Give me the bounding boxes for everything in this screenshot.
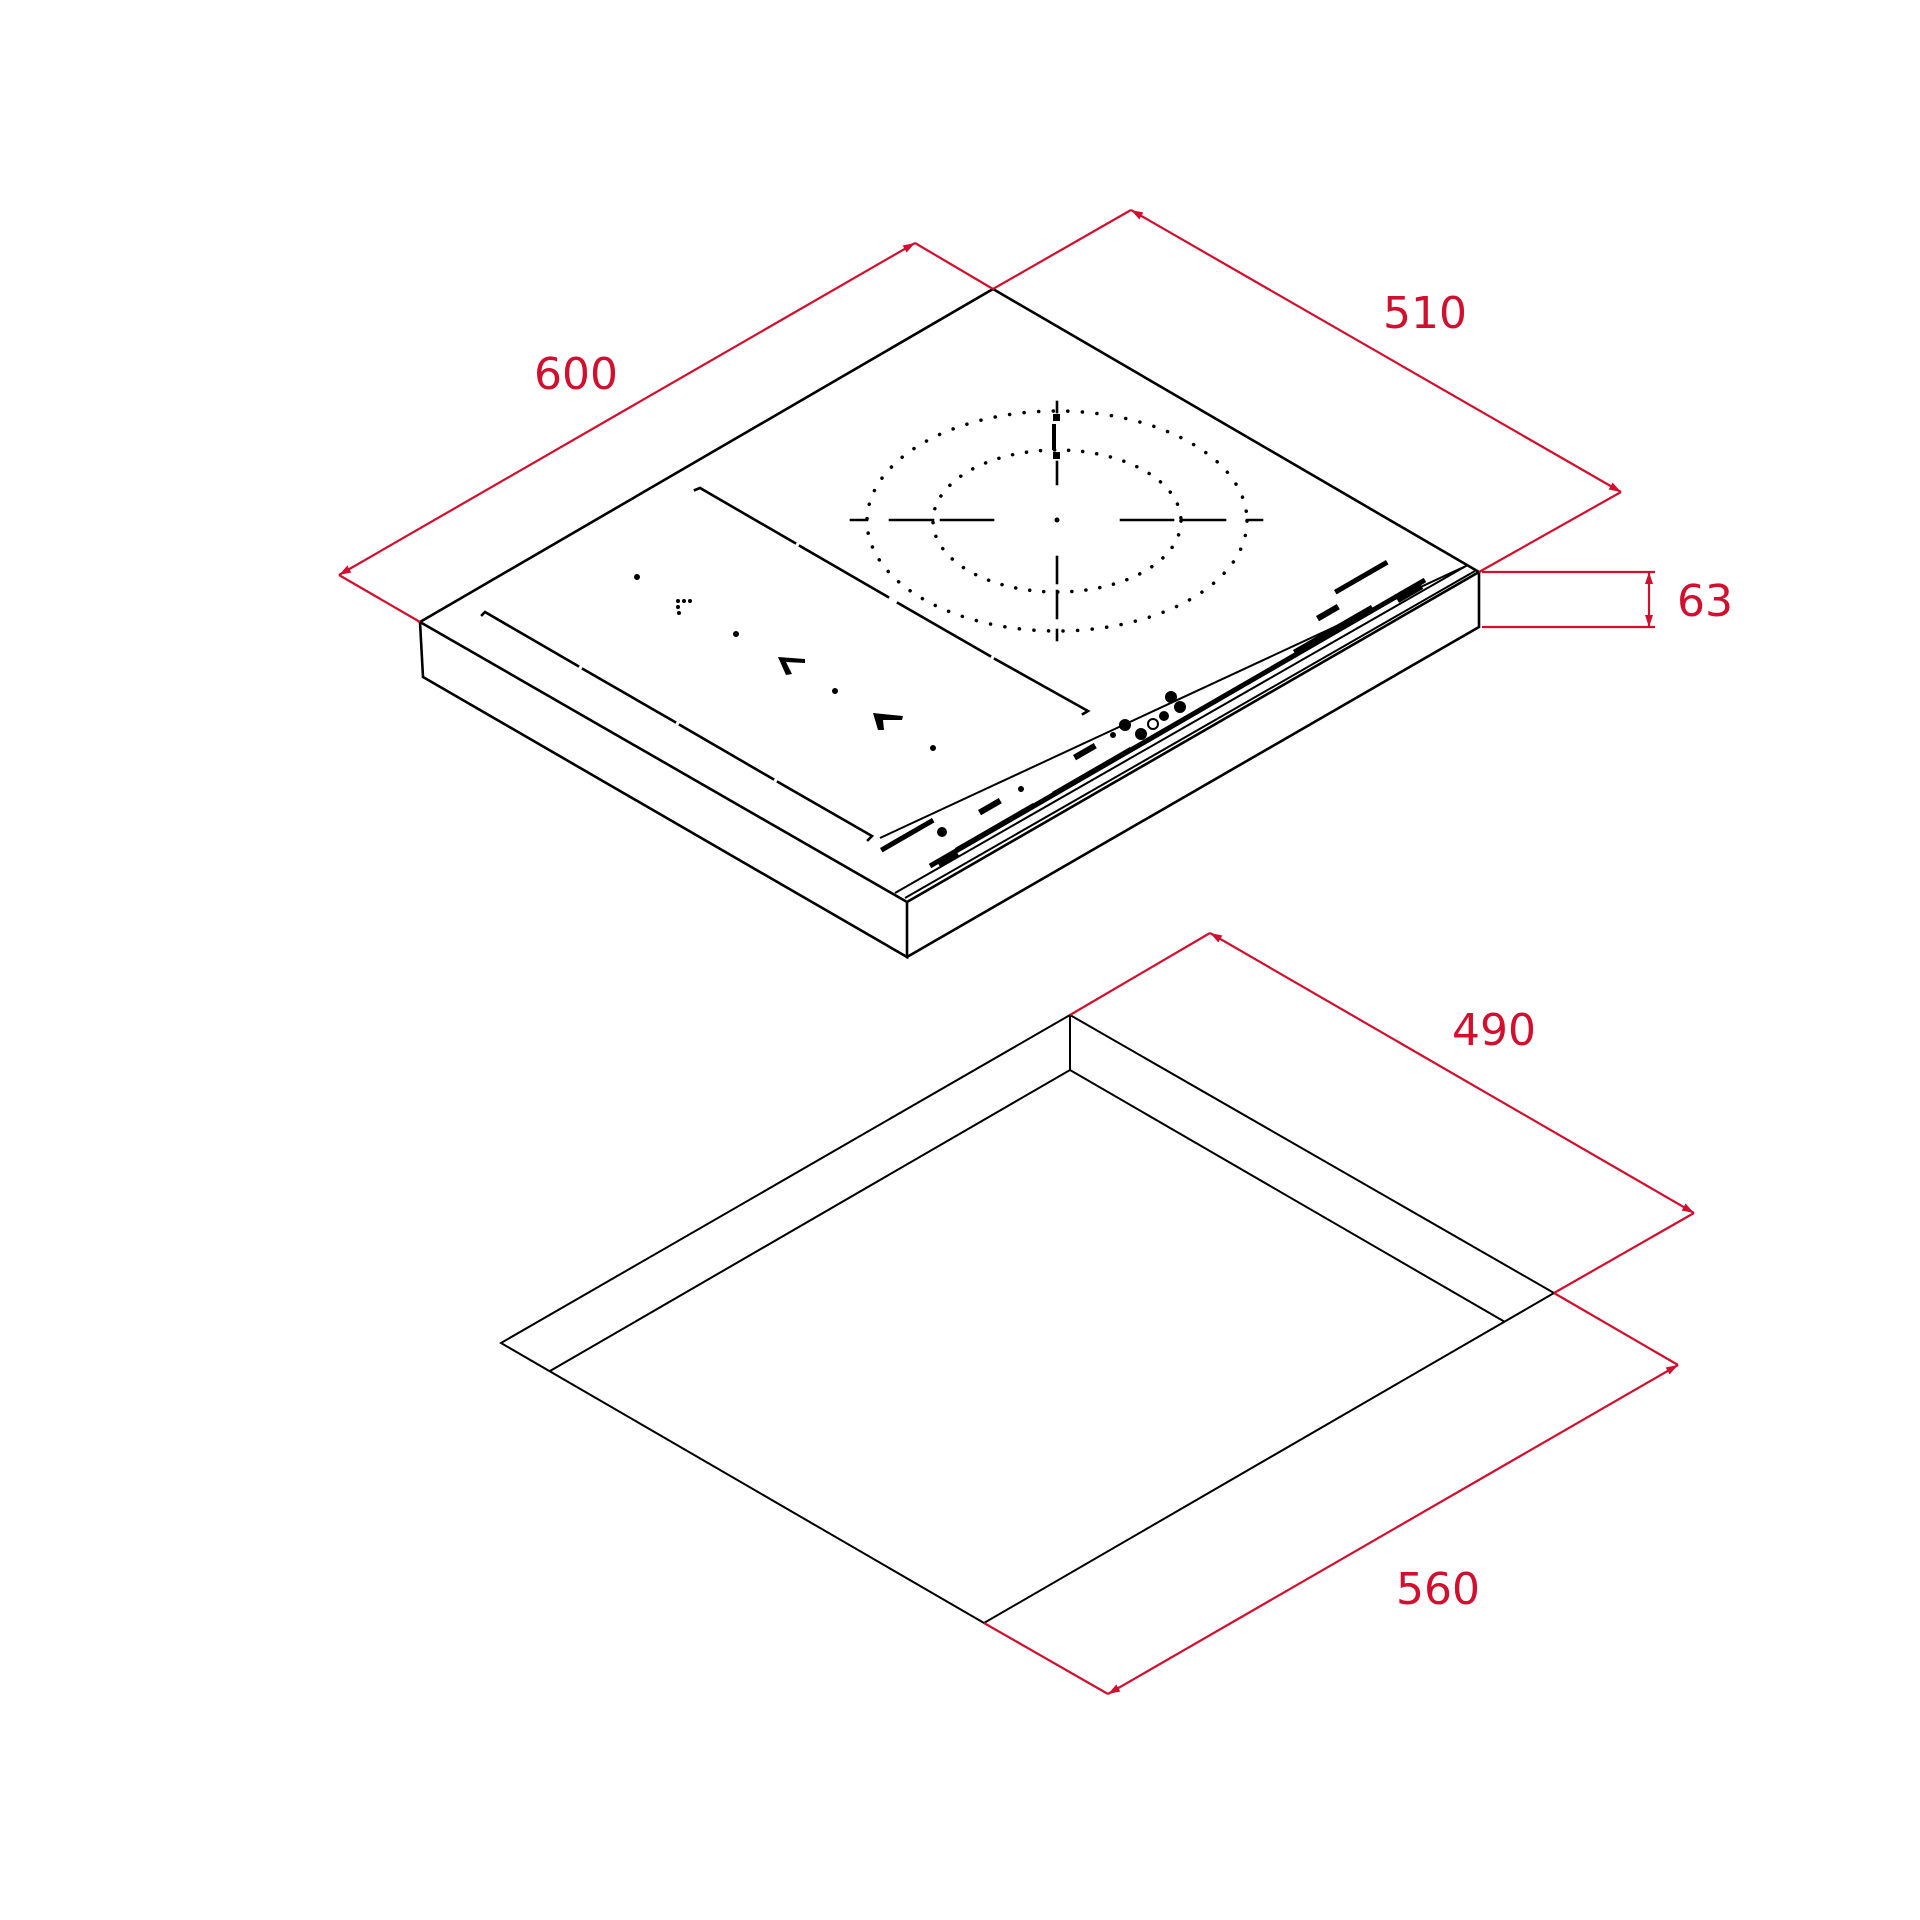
zone-dot-marker <box>930 745 936 751</box>
dimension-hob-width: 600 <box>338 242 994 623</box>
key-dot-1 <box>1018 786 1024 792</box>
dimension-label-600: 600 <box>534 349 618 400</box>
cutout-outline <box>499 1013 1557 1625</box>
dimension-cutout-width: 560 <box>983 1292 1679 1695</box>
zone-dot-marker <box>733 631 739 637</box>
left-flex-zone <box>480 486 1091 842</box>
right-round-zone <box>849 400 1264 642</box>
dimension-cutout-depth: 490 <box>1069 932 1695 1294</box>
model-label <box>1395 582 1424 603</box>
zone-back-edge-4 <box>993 657 1091 716</box>
zone-back-edge <box>693 486 797 545</box>
zone-front-edge-2 <box>581 667 677 724</box>
panel-glyphs <box>880 560 1424 868</box>
zone-back-edge-2 <box>798 544 890 599</box>
zone-front-edge-3 <box>678 723 775 781</box>
chevron-marker-icon <box>778 657 805 675</box>
hob-drawing <box>417 287 1482 960</box>
zone-icon-1 <box>978 798 1002 816</box>
zone-label-left <box>880 818 935 853</box>
slider-right <box>1293 605 1373 654</box>
panel-lower-line <box>904 570 1476 899</box>
touch-key-2 <box>1135 728 1147 740</box>
slider-left <box>955 803 1035 852</box>
zone-dot-marker <box>832 688 838 694</box>
zone-label-right <box>1334 560 1389 595</box>
control-panel <box>879 560 1476 899</box>
touch-key-1 <box>1119 719 1131 731</box>
cutout-inner-back-left <box>549 1068 1506 1372</box>
dimension-hob-depth: 510 <box>992 209 1622 573</box>
zone-dot-marker <box>634 574 640 580</box>
touch-key-4 <box>1165 691 1177 703</box>
crosshair <box>849 400 1264 642</box>
zone-back-edge-3 <box>896 601 992 658</box>
zone-front-edge <box>480 610 580 668</box>
hob-left-side <box>418 620 909 960</box>
dimension-hob-height: 63 <box>1482 570 1733 629</box>
zone-icon-3 <box>1316 604 1340 622</box>
dimension-label-510: 510 <box>1383 288 1467 339</box>
hob-front-bevel <box>894 565 1467 894</box>
zone-icon-2 <box>1073 743 1097 761</box>
cutout-drawing <box>499 1013 1557 1625</box>
brand-logo <box>936 849 960 868</box>
dimension-label-490: 490 <box>1452 1005 1536 1056</box>
power-key-icon <box>937 827 947 837</box>
hob-right-side <box>905 570 1481 959</box>
chevron-marker-icon <box>873 713 903 730</box>
touch-key-3 <box>1159 711 1169 721</box>
timer-key-icon <box>1147 718 1159 730</box>
dimension-label-560: 560 <box>1396 1564 1480 1615</box>
touch-key-5 <box>1174 701 1186 713</box>
dotted-corner-marker <box>676 599 692 615</box>
dimension-label-63: 63 <box>1677 576 1733 627</box>
key-dot-2 <box>1110 732 1116 738</box>
zone-front-edge-4 <box>776 780 875 842</box>
slider-middle <box>1052 747 1132 796</box>
